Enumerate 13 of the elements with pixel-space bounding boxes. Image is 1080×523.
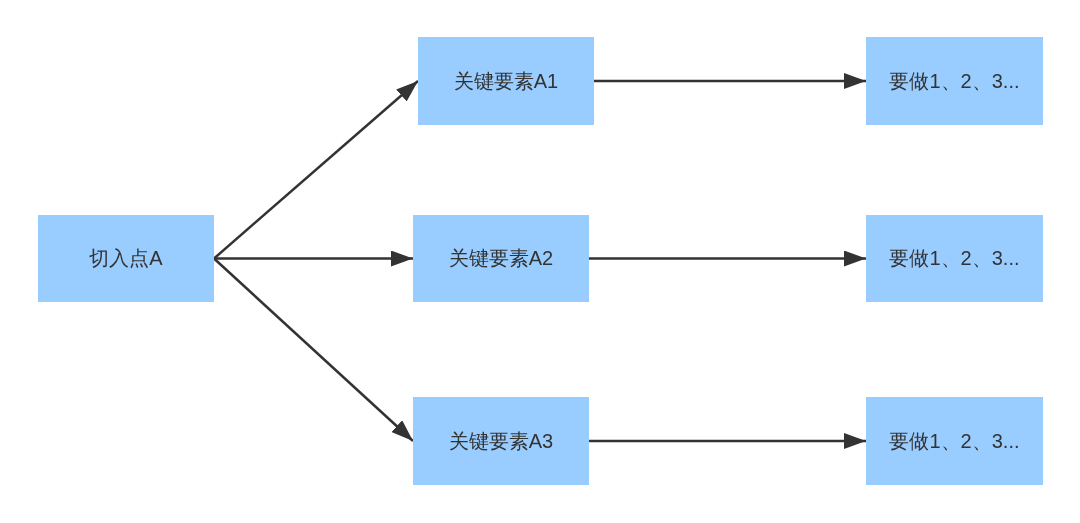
arrow: [594, 73, 866, 89]
arrow: [589, 433, 866, 449]
process-box: 关键要素A3: [413, 397, 589, 485]
process-box: 关键要素A2: [413, 215, 589, 302]
process-box: 要做1、2、3...: [866, 37, 1043, 125]
process-box: 关键要素A1: [418, 37, 594, 125]
arrow: [589, 250, 866, 267]
process-box: 切入点A: [38, 215, 214, 302]
process-box: 要做1、2、3...: [866, 397, 1043, 485]
arrow: [213, 257, 414, 442]
arrow: [214, 250, 413, 267]
arrow: [213, 80, 419, 260]
process-box: 要做1、2、3...: [866, 215, 1043, 302]
